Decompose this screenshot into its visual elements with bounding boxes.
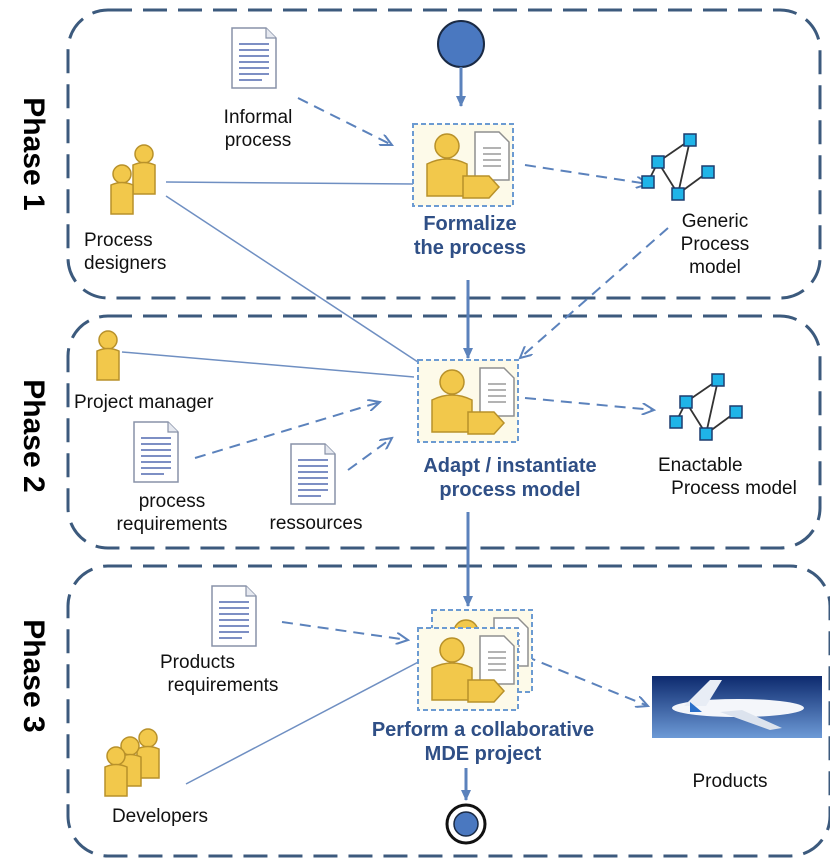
developers-icon: [104, 728, 160, 797]
phase-3-lane: [66, 564, 830, 858]
assoc-designers-adapt: [165, 195, 425, 367]
process-requirements-label: process requirements: [116, 491, 228, 535]
formalize-activity-icon: [412, 123, 514, 207]
assoc-developers-perform: [185, 657, 427, 785]
assoc-designers-formalize: [165, 181, 415, 185]
adapt-activity-label: Adapt / instantiate process model: [423, 455, 597, 501]
project-manager-icon: [96, 330, 120, 381]
enactable-model-label: Enactable Process model: [658, 455, 797, 499]
phase-1-label: Phase 1: [17, 97, 50, 211]
arrow-requirements-to-adapt: [194, 402, 380, 459]
arrow-generic-to-adapt: [520, 227, 669, 358]
end-node-inner: [453, 811, 479, 837]
products-label: Products: [692, 771, 768, 792]
airplane-image: [652, 676, 822, 738]
products-requirements-doc-icon: [211, 585, 257, 647]
adapt-activity-icon: [417, 359, 519, 443]
arrow-perform-to-products: [524, 655, 648, 706]
informal-process-doc-icon: [231, 27, 277, 89]
generic-model-icon: [641, 133, 715, 201]
arrow-adapt-to-enactable: [524, 397, 654, 410]
start-node: [437, 20, 485, 68]
developers-label: Developers: [111, 806, 209, 827]
products-requirements-label: Products requirements: [160, 652, 279, 696]
phase-2-lane: [66, 314, 822, 550]
perform-activity-icon-back: [417, 627, 519, 711]
informal-process-label: Informal process: [223, 107, 293, 151]
process-designers-icon: [110, 144, 156, 215]
arrow-formalize-to-generic: [524, 164, 648, 184]
formalize-activity-label: Formalize the process: [413, 213, 527, 259]
phase-1-lane: [66, 8, 822, 300]
project-manager-label: Project manager: [74, 392, 214, 413]
ressources-label: ressources: [269, 513, 363, 534]
process-designers-label: Process designers: [84, 230, 167, 274]
arrow-ressources-to-adapt: [347, 438, 392, 471]
process-requirements-doc-icon: [133, 421, 179, 483]
arrow-prodreq-to-perform: [281, 621, 408, 640]
enactable-model-icon: [669, 373, 743, 441]
ressources-doc-icon: [290, 443, 336, 505]
generic-model-label: Generic Process model: [680, 211, 750, 278]
phase-2-label: Phase 2: [17, 379, 50, 493]
perform-activity-label: Perform a collaborative MDE project: [371, 719, 595, 765]
assoc-manager-adapt: [121, 351, 415, 378]
phase-3-label: Phase 3: [17, 619, 50, 733]
